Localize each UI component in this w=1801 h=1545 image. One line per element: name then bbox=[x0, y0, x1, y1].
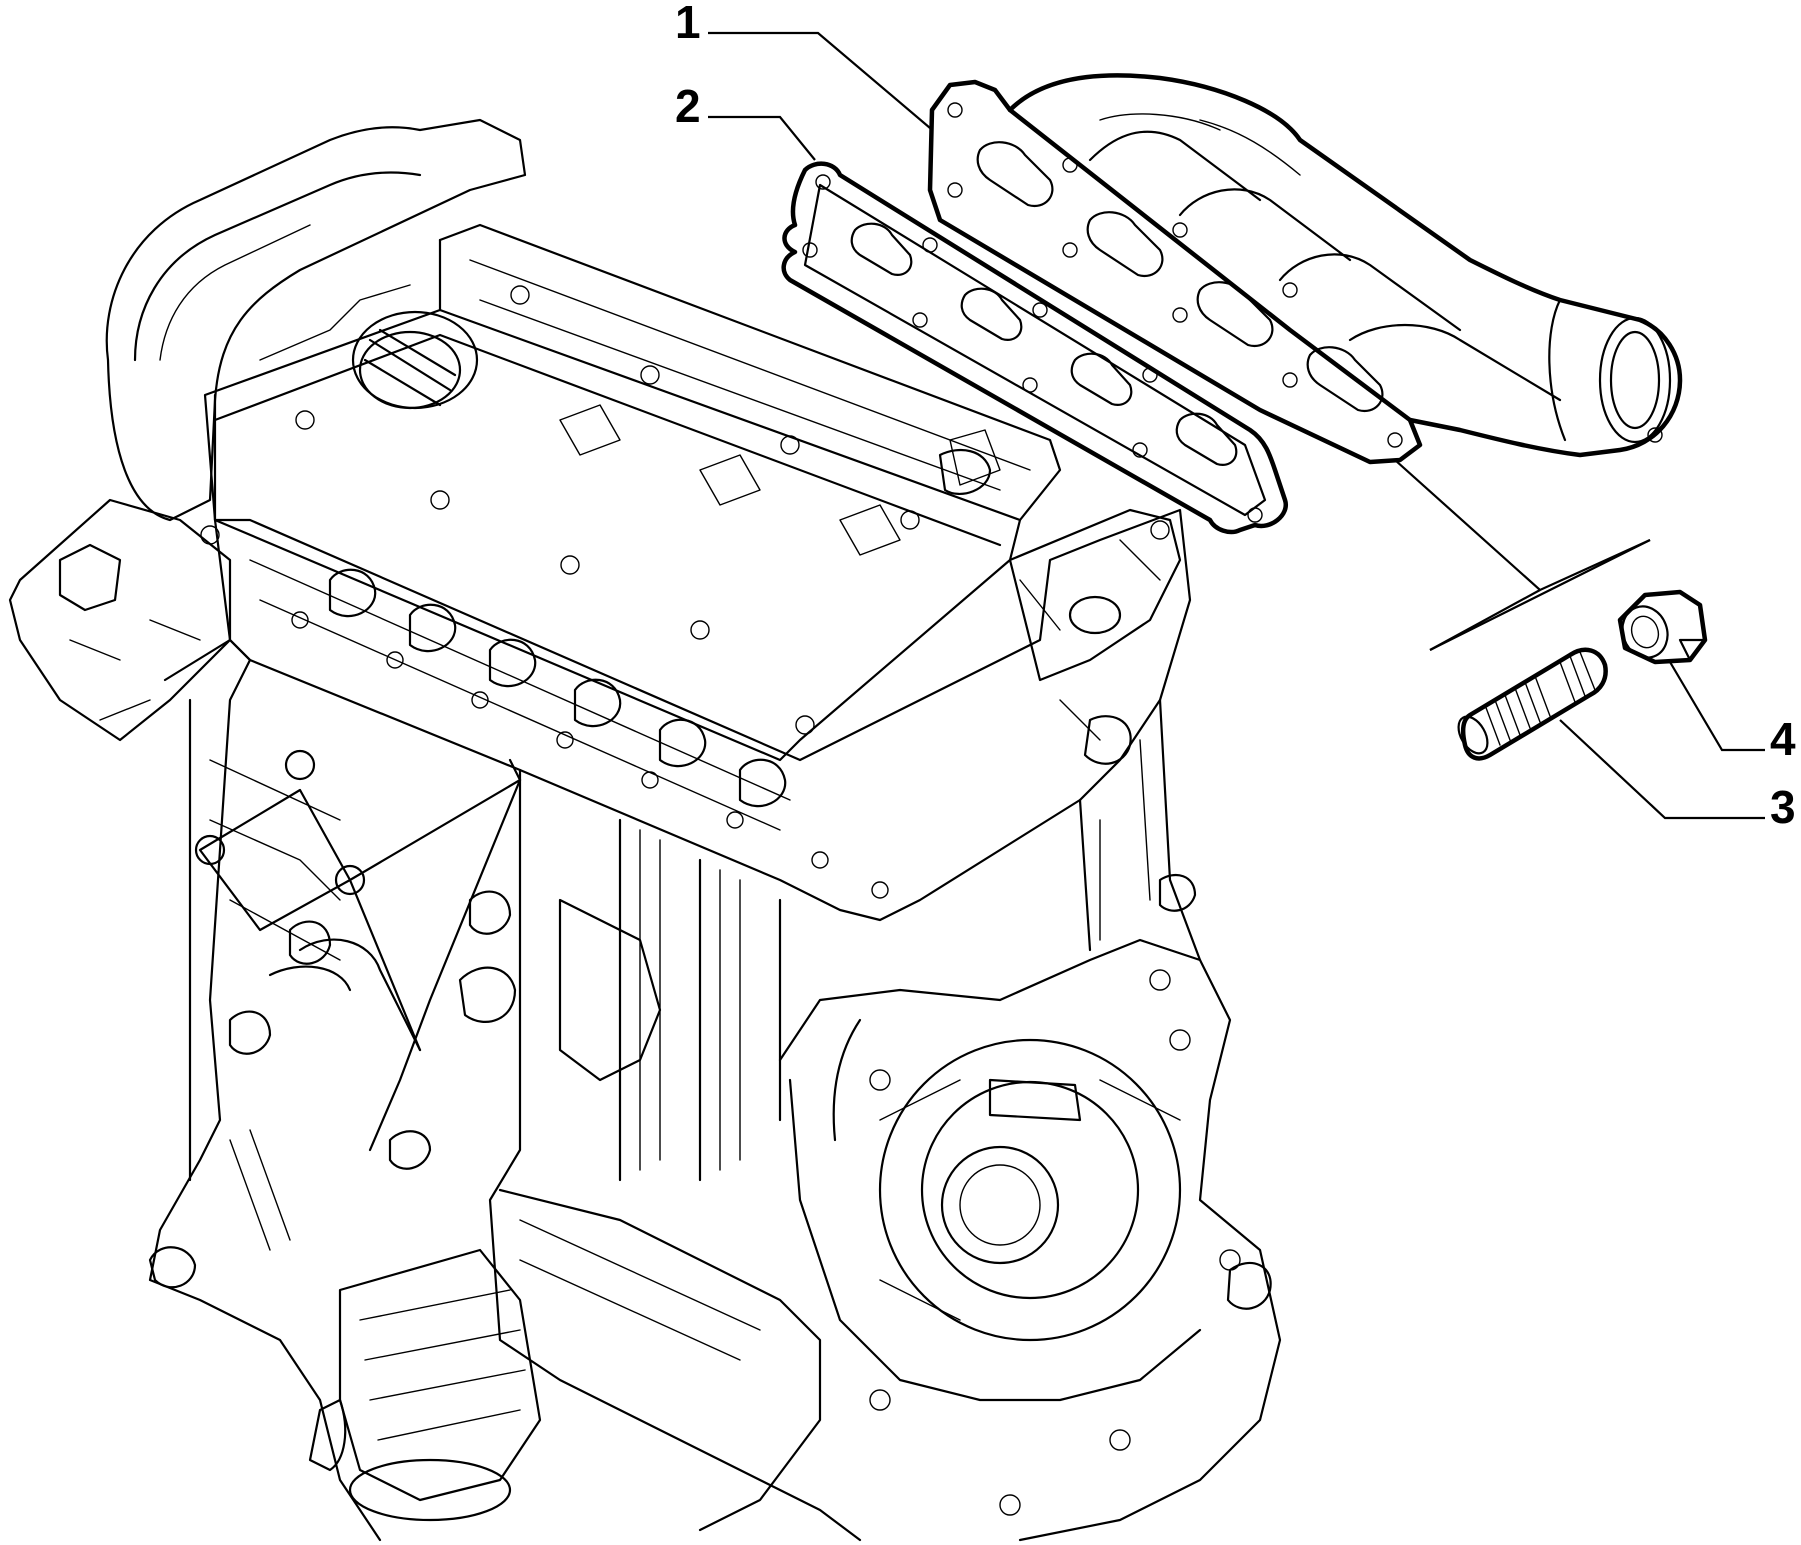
part-1-exhaust-manifold bbox=[927, 73, 1683, 465]
part-4-nut bbox=[1617, 589, 1708, 665]
leader-line-2 bbox=[708, 115, 816, 161]
callout-3: 3 bbox=[1770, 781, 1796, 833]
leader-line-3 bbox=[1559, 719, 1765, 820]
callout-1: 1 bbox=[675, 0, 701, 48]
leader-lines bbox=[708, 31, 1765, 820]
callout-2: 2 bbox=[675, 80, 701, 132]
explode-axis-lines bbox=[1394, 459, 1651, 651]
engine-assembly bbox=[8, 118, 1282, 1542]
callout-labels: 1 2 3 4 bbox=[675, 0, 1796, 833]
part-3-stud bbox=[1457, 647, 1608, 761]
leader-line-4 bbox=[1669, 661, 1765, 752]
leader-line-1 bbox=[708, 31, 931, 129]
part-2-gasket bbox=[781, 161, 1288, 535]
callout-4: 4 bbox=[1770, 713, 1796, 765]
